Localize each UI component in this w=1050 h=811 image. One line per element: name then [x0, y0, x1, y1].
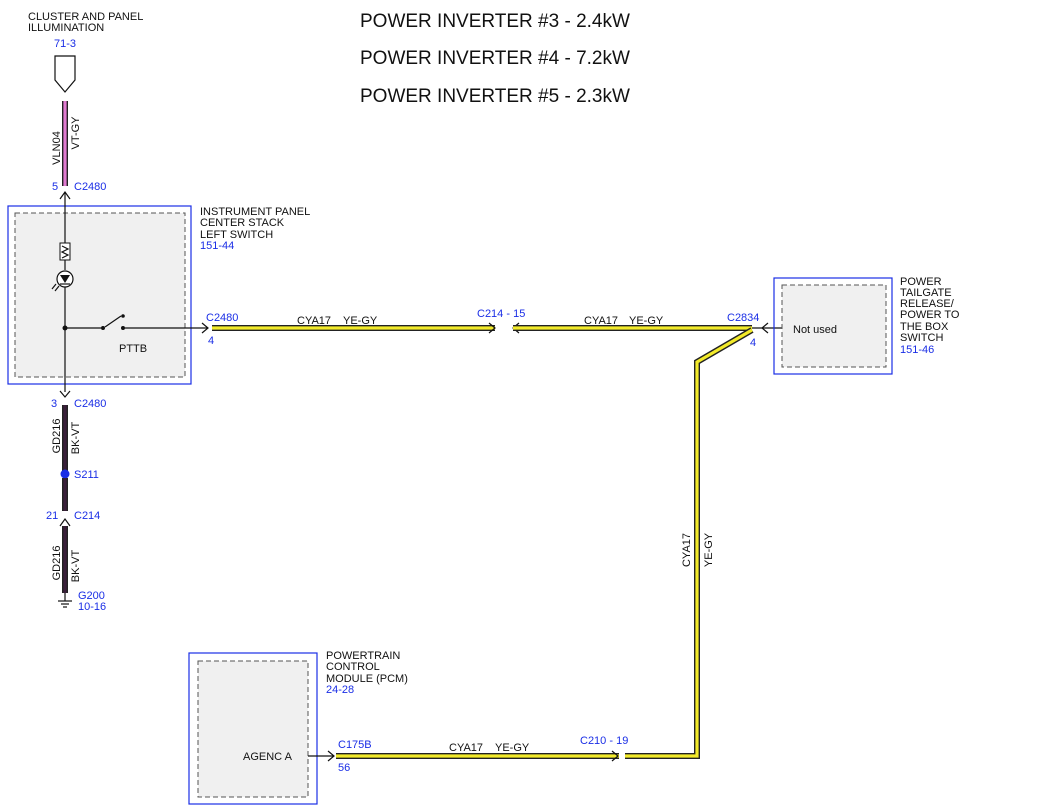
wire-h1-circuit: CYA17 [297, 315, 331, 327]
title-inverter-4: POWER INVERTER #4 - 7.2kW [360, 48, 630, 69]
wire-bottom-color: YE-GY [495, 742, 530, 754]
resistor-zigzag [60, 245, 70, 259]
ground-ref[interactable]: 10-16 [78, 601, 106, 613]
wire-gd216-2-color: BK-VT [70, 550, 82, 583]
pcm-pin-label: AGENC A [243, 751, 293, 763]
c2834-connector[interactable]: C2834 [727, 312, 759, 324]
c214-left-arrow [59, 517, 71, 527]
led-light-rays [51, 283, 60, 292]
wire-vln04-color: VT-GY [70, 116, 82, 150]
wire-vln04-circuit: VLN04 [51, 131, 63, 165]
wire-gd216-2-circuit: GD216 [51, 546, 63, 581]
c214-left-pin: 21 [46, 510, 58, 522]
illumination-ref[interactable]: 71-3 [54, 38, 76, 50]
c2480-bottom-connector[interactable]: C2480 [74, 398, 106, 410]
c214-left-connector[interactable]: C214 [74, 510, 100, 522]
wire-gd216-1-circuit: GD216 [51, 419, 63, 454]
switch-label: PTTB [119, 343, 147, 355]
ground-name[interactable]: G200 [78, 590, 105, 602]
wire-h2-color: YE-GY [629, 315, 664, 327]
c2834-arrow [761, 322, 769, 334]
wire-vertical-right-color: YE-GY [703, 532, 715, 567]
tailgate-name-line6: SWITCH [900, 332, 943, 344]
tailgate-module-inner [781, 284, 887, 368]
c2480-bottom-arrow [59, 390, 71, 398]
title-inverter-5: POWER INVERTER #5 - 2.3kW [360, 86, 630, 107]
c2480-top-connector[interactable]: C2480 [74, 181, 106, 193]
switch-module-ref[interactable]: 151-44 [200, 240, 234, 252]
resistor-icon [59, 242, 71, 261]
c214-inline-connector[interactable]: C214 - 15 [477, 308, 525, 320]
splice-dot[interactable] [60, 469, 70, 479]
illumination-source-symbol [54, 55, 76, 93]
switch-module-name-line1: INSTRUMENT PANEL [200, 206, 310, 218]
tailgate-name-line4: POWER TO [900, 309, 960, 321]
tailgate-name-line2: TAILGATE [900, 287, 952, 299]
illumination-name-line2: ILLUMINATION [28, 22, 104, 34]
pcm-name-line3: MODULE (PCM) [326, 673, 408, 685]
c175b-arrow [327, 750, 335, 762]
switch-module-box[interactable] [7, 205, 192, 385]
switch-module-name-line3: LEFT SWITCH [200, 229, 273, 241]
wire-cya17-branch[interactable] [625, 328, 753, 758]
tailgate-status: Not used [793, 324, 837, 336]
switch-module-name-line2: CENTER STACK [200, 217, 285, 229]
wire-h1-color: YE-GY [343, 315, 378, 327]
c2480-top-pin: 5 [52, 181, 58, 193]
pcm-name-line1: POWERTRAIN [326, 650, 400, 662]
c2480-right-arrow [201, 322, 209, 334]
c175b-pin: 56 [338, 762, 350, 774]
wire-vertical-right-circuit: CYA17 [681, 533, 693, 567]
tailgate-ref[interactable]: 151-46 [900, 344, 934, 356]
tailgate-module-box[interactable] [773, 277, 893, 375]
wire-bottom-circuit: CYA17 [449, 742, 483, 754]
illumination-name-line1: CLUSTER AND PANEL [28, 11, 143, 23]
pcm-module-box[interactable] [188, 652, 318, 805]
tailgate-name-line1: POWER [900, 276, 942, 288]
wire-h2-circuit: CYA17 [584, 315, 618, 327]
pcm-module-inner [197, 660, 309, 798]
wire-gd216-1-color: BK-VT [70, 422, 82, 455]
c2480-right-connector[interactable]: C2480 [206, 312, 238, 324]
c175b-connector[interactable]: C175B [338, 739, 372, 751]
pcm-ref[interactable]: 24-28 [326, 684, 354, 696]
tailgate-name-line5: THE BOX [900, 321, 949, 333]
splice-name[interactable]: S211 [74, 469, 99, 481]
tailgate-name-line3: RELEASE/ [900, 298, 955, 310]
pcm-name-line2: CONTROL [326, 661, 380, 673]
switch-module-inner [14, 212, 186, 378]
c210-inline-connector[interactable]: C210 - 19 [580, 735, 628, 747]
switch-icon [104, 315, 122, 328]
c2480-bottom-pin: 3 [51, 398, 57, 410]
title-inverter-3: POWER INVERTER #3 - 2.4kW [360, 11, 630, 32]
c2480-right-pin: 4 [208, 335, 214, 347]
c2834-pin: 4 [750, 337, 756, 349]
led-triangle [60, 275, 70, 283]
